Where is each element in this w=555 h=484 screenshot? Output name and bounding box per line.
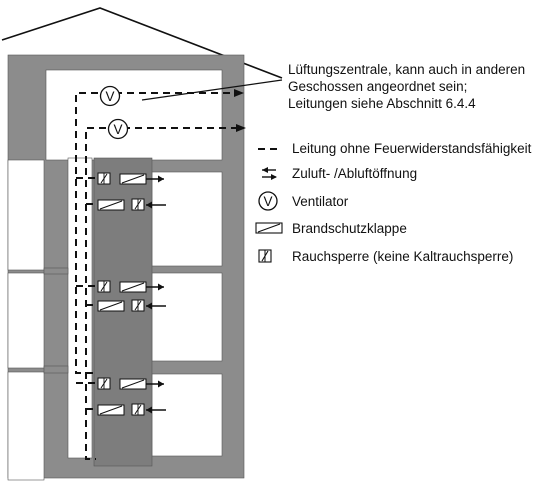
smoke-barrier-icon bbox=[97, 280, 111, 293]
duct-lines bbox=[75, 92, 238, 460]
double-arrow-icon bbox=[262, 167, 277, 180]
fan-icon-1: V bbox=[99, 85, 121, 107]
smoke-barrier-icon bbox=[97, 172, 111, 185]
duct-components bbox=[97, 172, 166, 416]
room-left-floor-3 bbox=[7, 371, 45, 481]
fire-damper-icon bbox=[255, 222, 283, 234]
supply-arrow-icon bbox=[146, 283, 164, 291]
exhaust-arrow-icon bbox=[146, 302, 166, 310]
annotation-line-2: Geschossen angeordnet sein; bbox=[288, 79, 467, 94]
legend-smoke-label: Rauchsperre (keine Kaltrauchsperre) bbox=[292, 249, 513, 264]
room-right-floor-3 bbox=[151, 373, 223, 457]
annotation-line-1: Lüftungszentrale, kann auch in anderen bbox=[288, 62, 525, 77]
annotation-leader bbox=[141, 79, 283, 101]
legend-duct: Leitung ohne Feuerwiderstandsfähigkeit bbox=[258, 141, 532, 156]
legend-fan: V Ventilator bbox=[258, 191, 349, 211]
annotation-line-3: Leitungen siehe Abschnitt 6.4.4 bbox=[288, 96, 476, 111]
fire-damper-icon bbox=[119, 281, 147, 293]
legend-damper-label: Brandschutzklappe bbox=[292, 221, 407, 236]
exhaust-arrow-icon bbox=[146, 406, 166, 414]
supply-arrow-icon bbox=[146, 380, 164, 388]
fan-icon bbox=[258, 191, 278, 211]
fan-icon-2: V bbox=[107, 118, 129, 140]
smoke-barrier-icon bbox=[131, 198, 145, 211]
smoke-barrier-icon bbox=[131, 299, 145, 312]
smoke-barrier-icon bbox=[258, 249, 272, 263]
duct-arrowheads bbox=[234, 89, 246, 132]
legend: Leitung ohne Feuerwiderstandsfähigkeit Z… bbox=[255, 141, 532, 264]
legend-openings: Zuluft- /Abluftöffnung bbox=[262, 166, 417, 181]
room-right-floor-1 bbox=[151, 171, 223, 267]
fire-damper-icon bbox=[97, 199, 125, 211]
legend-damper: Brandschutzklappe bbox=[255, 221, 407, 236]
supply-arrow-icon bbox=[146, 175, 164, 183]
fire-damper-icon bbox=[97, 404, 125, 416]
fire-damper-icon bbox=[119, 378, 147, 390]
exhaust-arrow-icon bbox=[146, 201, 166, 209]
room-ventilation-center bbox=[45, 69, 223, 161]
room-left-floor-1 bbox=[7, 159, 45, 271]
legend-openings-label: Zuluft- /Abluftöffnung bbox=[292, 166, 417, 181]
smoke-barrier-icon bbox=[97, 377, 111, 390]
floor-slabs bbox=[43, 267, 69, 374]
roof-outline bbox=[1, 7, 283, 79]
smoke-barrier-icon bbox=[131, 403, 145, 416]
fan-symbol-label: V bbox=[105, 89, 114, 104]
legend-smoke: Rauchsperre (keine Kaltrauchsperre) bbox=[258, 249, 513, 264]
fan-symbol-label: V bbox=[263, 194, 272, 209]
legend-fan-label: Ventilator bbox=[292, 194, 349, 209]
annotation-text: Lüftungszentrale, kann auch in anderen G… bbox=[288, 62, 525, 111]
fire-damper-icon bbox=[119, 173, 147, 185]
fan-symbol-label: V bbox=[113, 122, 122, 137]
room-left-floor-2 bbox=[7, 272, 45, 369]
fire-damper-icon bbox=[97, 300, 125, 312]
legend-duct-label: Leitung ohne Feuerwiderstandsfähigkeit bbox=[292, 141, 532, 156]
